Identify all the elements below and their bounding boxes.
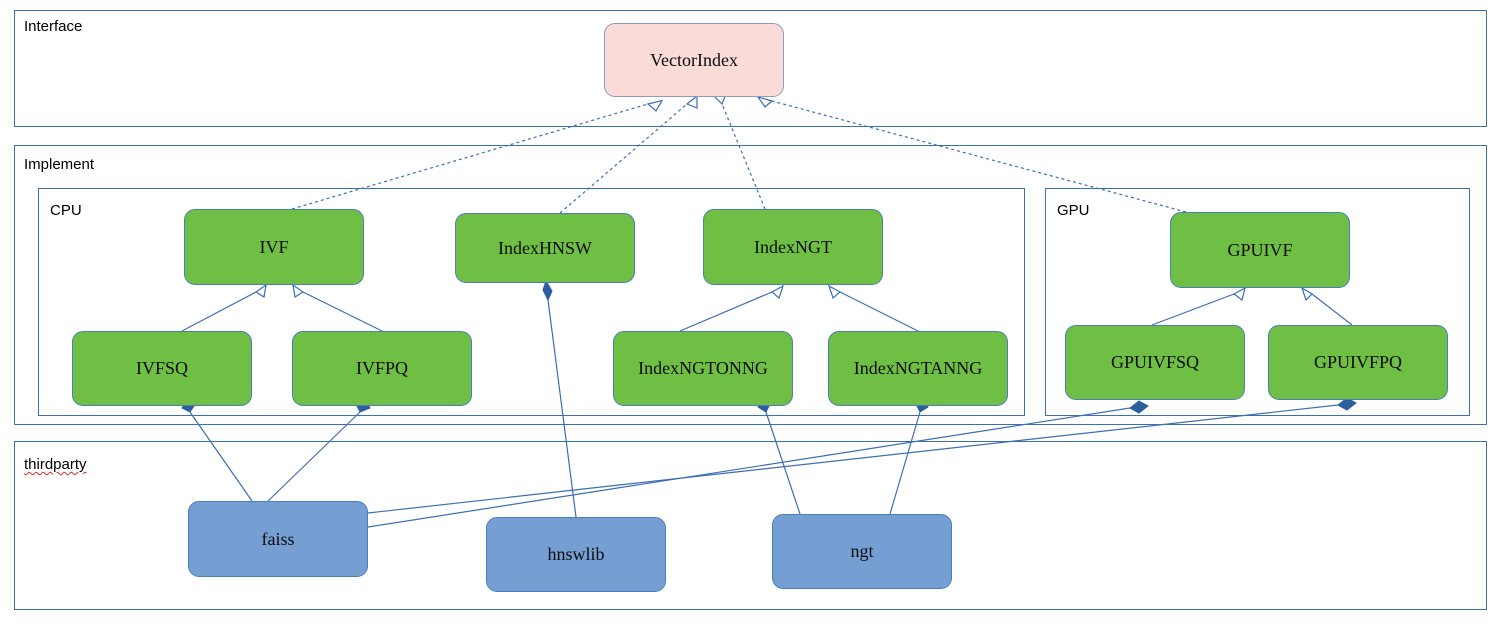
container-label-gpu: GPU xyxy=(1057,202,1090,219)
node-ngt[interactable]: ngt xyxy=(772,514,952,589)
container-thirdparty xyxy=(14,441,1487,610)
node-hnswlib[interactable]: hnswlib xyxy=(486,517,666,592)
container-label-interface: Interface xyxy=(24,18,83,35)
node-indexngtonng[interactable]: IndexNGTONNG xyxy=(613,331,793,406)
node-gpuivfsq[interactable]: GPUIVFSQ xyxy=(1065,325,1245,400)
container-label-cpu: CPU xyxy=(50,202,82,219)
container-interface xyxy=(14,10,1487,127)
container-label-implement: Implement xyxy=(24,156,95,173)
node-indexhnsw[interactable]: IndexHNSW xyxy=(455,213,635,283)
node-ivf[interactable]: IVF xyxy=(184,209,364,285)
container-cpu xyxy=(38,188,1025,416)
node-indexngt[interactable]: IndexNGT xyxy=(703,209,883,285)
container-implement xyxy=(14,145,1487,425)
node-indexngtanng[interactable]: IndexNGTANNG xyxy=(828,331,1008,406)
node-gpuivf[interactable]: GPUIVF xyxy=(1170,212,1350,288)
node-vectorindex[interactable]: VectorIndex xyxy=(604,23,784,97)
container-gpu xyxy=(1045,188,1470,416)
node-ivfpq[interactable]: IVFPQ xyxy=(292,331,472,406)
container-label-thirdparty: thirdparty xyxy=(24,456,87,473)
node-ivfsq[interactable]: IVFSQ xyxy=(72,331,252,406)
node-gpuivfpq[interactable]: GPUIVFPQ xyxy=(1268,325,1448,400)
node-faiss[interactable]: faiss xyxy=(188,501,368,577)
